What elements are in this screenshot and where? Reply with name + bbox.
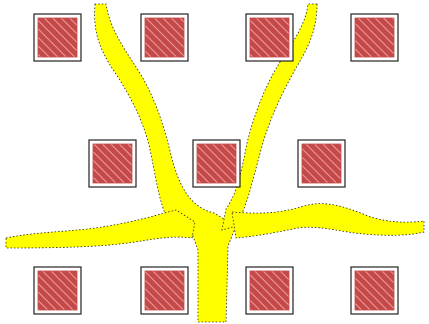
city-block bbox=[302, 144, 341, 183]
city-block bbox=[145, 271, 184, 310]
road-branch-bottom-right bbox=[232, 204, 424, 238]
city-block bbox=[250, 18, 289, 57]
city-block bbox=[145, 18, 184, 57]
road-branch-bottom-left bbox=[6, 210, 195, 248]
city-block bbox=[38, 18, 77, 57]
city-block bbox=[197, 144, 236, 183]
city-block bbox=[355, 271, 394, 310]
city-block bbox=[355, 18, 394, 57]
city-block bbox=[250, 271, 289, 310]
city-block bbox=[38, 271, 77, 310]
city-block bbox=[93, 144, 132, 183]
